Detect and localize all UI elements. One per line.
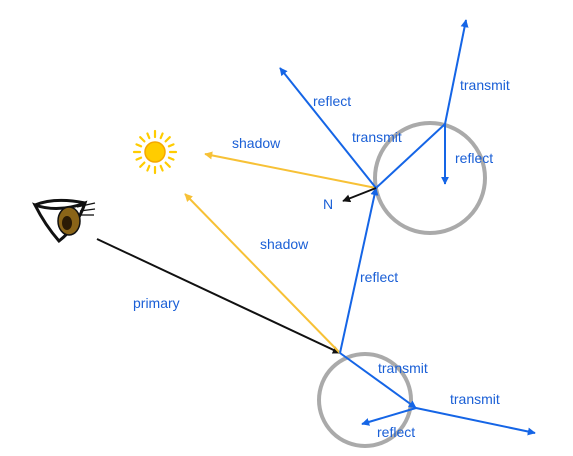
transmit-ray-top-right [444,19,469,125]
reflect-ray-middle [339,187,379,354]
sphere-bottom [317,352,413,448]
normal-arrow [342,187,377,203]
reflect-ray-top-left [279,67,377,189]
label-shadow-middle: shadow [260,236,309,252]
label-reflect-middle: reflect [360,269,398,285]
label-primary: primary [133,295,180,311]
sun-icon [132,129,178,175]
transmit-ray-bottom-inside [339,352,417,409]
sphere-top [373,121,487,235]
eye-icon [32,198,96,244]
shadow-ray-middle [184,193,341,354]
shadow-ray-top [204,151,377,189]
label-reflect-inside-top: reflect [455,150,493,166]
transmit-ray-bottom-right [415,407,536,436]
label-transmit-bottom-inside: transmit [378,360,428,376]
label-transmit-middle: transmit [352,129,402,145]
reflect-ray-bottom [361,407,417,426]
label-shadow-top: shadow [232,135,281,151]
label-transmit-top-right: transmit [460,77,510,93]
primary-ray [96,238,341,354]
label-transmit-bottom-right: transmit [450,391,500,407]
transmit-ray-inside-top [375,123,446,189]
label-reflect-bottom: reflect [377,424,415,440]
label-reflect-top-left: reflect [313,93,351,109]
label-normal: N [323,196,333,212]
